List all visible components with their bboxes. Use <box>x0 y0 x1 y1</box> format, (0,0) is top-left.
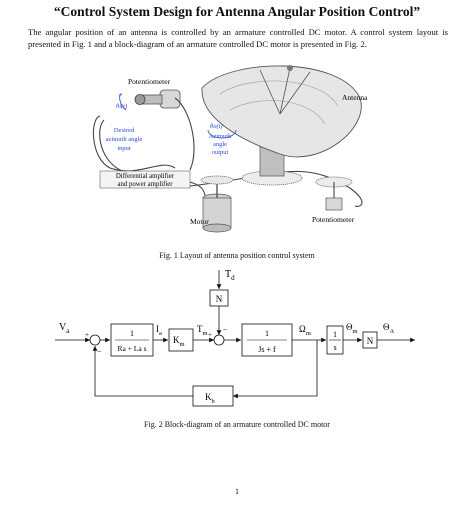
va-label: Va <box>59 322 70 335</box>
block3-den: s <box>333 343 336 352</box>
plus-mid: + <box>208 331 212 339</box>
n-right-label: N <box>367 336 374 346</box>
amplifier-block <box>99 170 191 189</box>
fig1-caption: Fig. 1 Layout of antenna position contro… <box>159 251 315 260</box>
km-label: Km <box>173 335 185 348</box>
amplifier-label-2: and power amplifier <box>117 181 173 188</box>
block1-num: 1 <box>130 329 134 338</box>
motor-gear-icon <box>200 175 234 185</box>
block2-den: Js + f <box>258 345 276 354</box>
potentiometer-top-label: Potentiometer <box>128 77 171 86</box>
page-title: “Control System Design for Antenna Angul… <box>53 4 421 19</box>
block1-den: Ra + La s <box>117 344 146 353</box>
potentiometer-right-label: Potentiometer <box>312 215 355 224</box>
azimuth-label-1: Azimuth <box>209 133 232 140</box>
input-potentiometer-icon <box>119 89 181 111</box>
tm-label: Tm <box>197 324 208 337</box>
theta-i-label: θi(t) <box>116 103 127 110</box>
kb-label: Kb <box>205 392 215 405</box>
fig2-caption: Fig. 2 Block-diagram of an armature cont… <box>144 420 330 429</box>
td-label: Td <box>225 269 235 282</box>
antenna-label: Antenna <box>342 93 368 102</box>
omega-label: Ωm <box>299 324 311 337</box>
minus-left: − <box>97 347 102 356</box>
page-number: 1 <box>235 487 239 496</box>
theta-o-label: θo(t) <box>210 123 223 130</box>
block2-num: 1 <box>265 329 269 338</box>
motor-icon <box>202 182 232 233</box>
minus-mid: − <box>223 325 228 334</box>
summing-junction-2 <box>213 334 225 346</box>
block3-num: 1 <box>333 330 337 339</box>
desired-label-1: Desired <box>114 127 135 134</box>
desired-label-2: azimuth angle <box>106 136 143 143</box>
summing-junction-1 <box>89 334 101 346</box>
motor-label: Motor <box>190 217 209 226</box>
feedback-potentiometer-icon <box>325 182 343 211</box>
plus-left: + <box>85 331 89 339</box>
amplifier-label-1: Differential amplifier <box>116 173 175 180</box>
theta-m-label: Θm <box>346 322 358 335</box>
desired-label-3: input <box>117 145 131 152</box>
n-top-label: N <box>216 294 223 304</box>
azimuth-label-2: angle <box>213 141 227 148</box>
antenna-gear-icon <box>241 170 303 186</box>
theta-a-label: ΘA <box>383 322 395 335</box>
azimuth-label-3: output <box>212 149 229 156</box>
antenna-dish-icon <box>201 65 362 158</box>
block-diagram-figure: Td N Va + − 1 Ra + La s Ia Km Tm + − 1 J… <box>55 269 415 407</box>
ia-label: Ia <box>156 324 162 337</box>
antenna-layout-figure: Potentiometer θi(t) Desired azimuth angl… <box>92 65 368 233</box>
intro-paragraph: The angular position of an antenna is co… <box>28 27 448 49</box>
